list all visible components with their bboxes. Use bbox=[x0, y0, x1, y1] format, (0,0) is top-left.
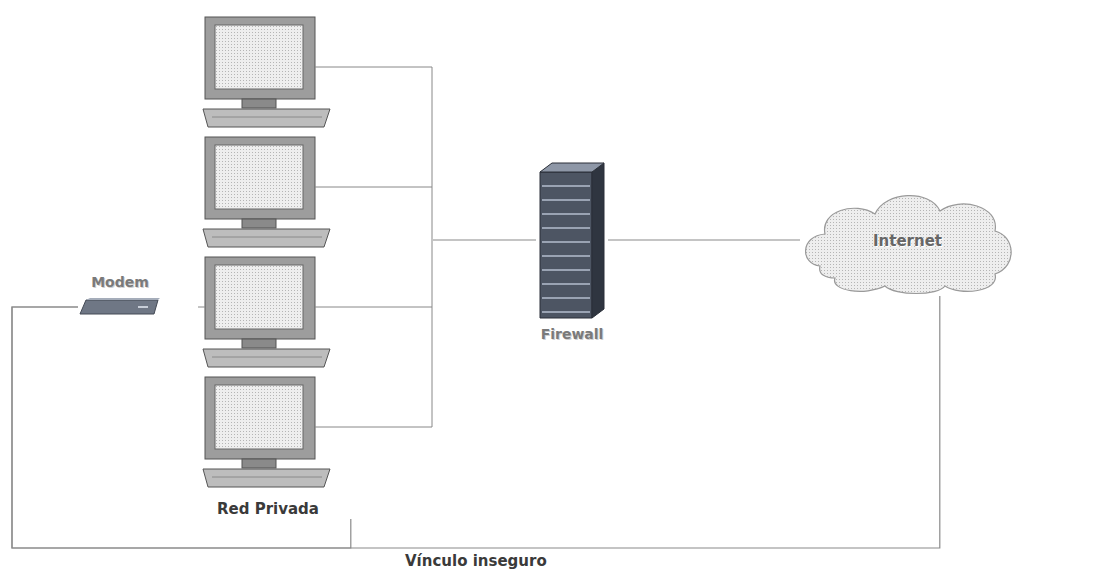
link-line bbox=[608, 239, 800, 240]
group-label: Red Privada bbox=[198, 499, 338, 519]
computer bbox=[203, 17, 330, 127]
firewall-symbol bbox=[536, 160, 608, 320]
network-link bbox=[608, 240, 800, 241]
network-link bbox=[12, 296, 940, 548]
network-link bbox=[12, 307, 351, 548]
lan-bus bbox=[198, 67, 432, 427]
link-line bbox=[12, 307, 351, 548]
link-line bbox=[12, 296, 940, 548]
network-link bbox=[433, 240, 536, 241]
computer bbox=[203, 377, 330, 487]
modem-node: Modem bbox=[78, 272, 162, 320]
link-line bbox=[433, 239, 536, 240]
computer bbox=[203, 137, 330, 247]
device-label: Internet bbox=[873, 232, 942, 250]
internet-cloud: Internet bbox=[800, 186, 1015, 296]
device-label: Firewall bbox=[536, 324, 608, 344]
firewall-node: Firewall bbox=[536, 160, 608, 346]
computer bbox=[203, 257, 330, 367]
network-group: Red Privada bbox=[198, 4, 433, 519]
link-label: Vínculo inseguro bbox=[402, 552, 550, 570]
modem-symbol bbox=[78, 296, 162, 318]
device-label: Modem bbox=[78, 272, 162, 292]
